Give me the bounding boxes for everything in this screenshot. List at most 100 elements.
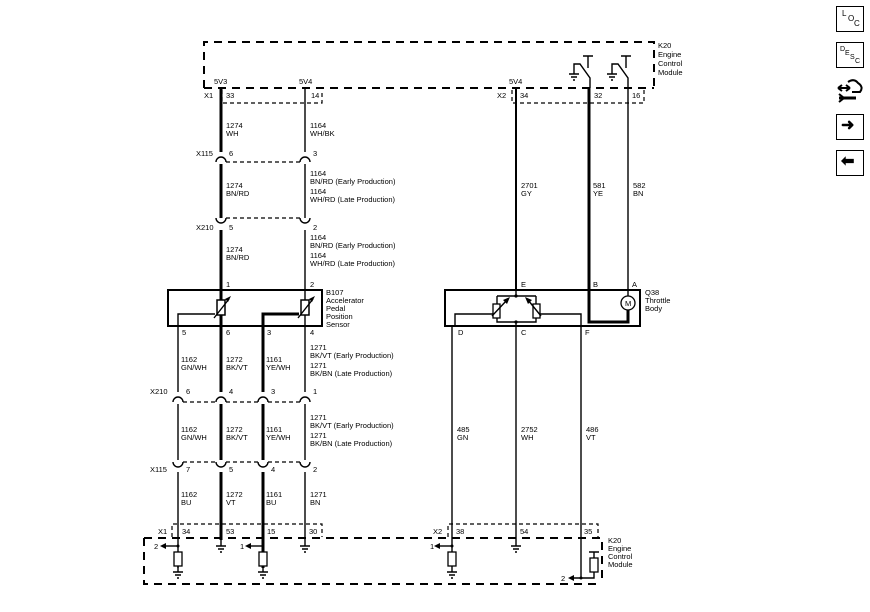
x115-bottom-connector[interactable]: X115 7 5 4 2 <box>150 461 317 474</box>
pin-x2-38: 38 <box>456 527 464 536</box>
connector-view-icon <box>837 79 863 103</box>
label-1271-b2-color: BK/BN (Late Production) <box>310 439 393 448</box>
ref-arrow-2b: 2 <box>561 574 565 583</box>
x210-bottom-connector[interactable]: X210 6 4 3 1 <box>150 387 317 403</box>
pin-x2-35: 35 <box>584 527 592 536</box>
x115-bottom-pin-5: 5 <box>229 465 233 474</box>
ref-arrow-1b: 1 <box>430 542 434 551</box>
label-bn-a: BN <box>310 498 320 507</box>
label-1274-a: 1274 <box>226 121 243 130</box>
ecm-top[interactable]: K20 Engine Control Module 5V3 5V4 5V4 X1… <box>203 41 683 104</box>
label-1164-c2-color: WH/RD (Late Production) <box>310 259 396 268</box>
x115-top-ref: X115 <box>196 149 213 158</box>
label-ye: YE <box>593 189 603 198</box>
label-1271-a1: 1271 <box>310 343 327 352</box>
arrow-left-icon: ⬅ <box>841 153 855 170</box>
pullup-4: 2 <box>561 551 599 583</box>
sensor-pin-1: 1 <box>226 280 230 289</box>
throttle-name-1: Throttle <box>645 296 670 305</box>
label-bn-b: BN <box>633 189 643 198</box>
label-1271-b2: 1271 <box>310 431 327 440</box>
x210-pin-2: 2 <box>313 223 317 232</box>
ref-arrow-1a: 1 <box>240 542 244 551</box>
apps-sensor[interactable]: 1 2 B107 Accelerator Pedal Position Sens… <box>167 280 364 337</box>
label-1271-a2-color: BK/BN (Late Production) <box>310 369 393 378</box>
label-gnwh-b: GN/WH <box>181 433 207 442</box>
label-bnrd-b: BN/RD <box>226 189 250 198</box>
x115-top-connector[interactable]: X115 6 3 <box>196 149 317 163</box>
desc-letter-d: D <box>840 46 846 53</box>
rail-5v4-a: 5V4 <box>299 77 312 86</box>
throttle-pin-e: E <box>521 280 526 289</box>
x115-pin-6: 6 <box>229 149 233 158</box>
x210-bottom-pin-1: 1 <box>313 387 317 396</box>
ecm-top-name-2: Control <box>658 59 683 68</box>
pin-x1-33: 33 <box>226 91 234 100</box>
apps-upper-wires <box>219 88 306 290</box>
label-gy: GY <box>521 189 532 198</box>
label-582: 582 <box>633 181 646 190</box>
sensor-body <box>167 289 323 327</box>
loc-letter-l: L <box>842 9 847 18</box>
label-1272-a: 1272 <box>226 355 243 364</box>
component-locator-button[interactable]: L O C <box>836 6 864 32</box>
x1-bottom-label: X1 <box>158 527 167 536</box>
label-1271-a2: 1271 <box>310 361 327 370</box>
label-bu-b: BU <box>266 498 276 507</box>
label-1274-b: 1274 <box>226 181 243 190</box>
label-1271-b1: 1271 <box>310 413 327 422</box>
throttle-body[interactable]: E B A Q38 Throttle Body M D C F <box>444 280 670 337</box>
label-1164-c2: 1164 <box>310 251 326 260</box>
label-whbk: WH/BK <box>310 129 335 138</box>
previous-page-button[interactable]: ⬅ <box>836 150 864 176</box>
x210-bottom-pin-4: 4 <box>229 387 233 396</box>
pin-x2-32: 32 <box>594 91 602 100</box>
x210-pin-5: 5 <box>229 223 233 232</box>
pulldown-1: 2 <box>154 542 183 579</box>
x115-bottom-ref: X115 <box>150 465 167 474</box>
label-2701: 2701 <box>521 181 538 190</box>
label-1164-c1-color: BN/RD (Early Production) <box>310 241 396 250</box>
ecm-top-border <box>203 41 655 88</box>
ecm-top-ref: K20 <box>658 41 671 50</box>
connector-view-button[interactable] <box>836 78 866 104</box>
pin-x2-54: 54 <box>520 527 528 536</box>
pin-x1-14: 14 <box>311 91 319 100</box>
desc-letter-c: C <box>855 58 861 65</box>
x2-bottom-connector-outline <box>447 523 599 537</box>
pin-x2-34: 34 <box>520 91 528 100</box>
arrow-right-icon: ➜ <box>841 117 855 134</box>
label-bu-a: BU <box>181 498 191 507</box>
pin-x1-53: 53 <box>226 527 234 536</box>
x210-top-connector[interactable]: X210 5 2 <box>196 217 317 232</box>
x115-bottom-pin-4: 4 <box>271 465 275 474</box>
label-2752: 2752 <box>521 425 538 434</box>
x115-bottom-pin-2: 2 <box>313 465 317 474</box>
sensor-name-3: Position <box>326 312 353 321</box>
throttle-body-outline <box>444 289 641 327</box>
label-wh: WH <box>226 129 239 138</box>
sensor-name-4: Sensor <box>326 320 350 329</box>
pin-x1-15: 15 <box>267 527 275 536</box>
rail-5v4-b: 5V4 <box>509 77 522 86</box>
x210-bottom-pin-6: 6 <box>186 387 190 396</box>
throttle-pin-c: C <box>521 328 527 337</box>
x115-pin-3: 3 <box>313 149 317 158</box>
label-bkvt-b: BK/VT <box>226 433 248 442</box>
label-581: 581 <box>593 181 606 190</box>
x1-top-connector-outline <box>221 90 323 104</box>
ecm-bottom-name-3: Module <box>608 560 633 569</box>
next-page-button[interactable]: ➜ <box>836 114 864 140</box>
sensor-pin-6: 6 <box>226 328 230 337</box>
ground-30 <box>300 540 310 553</box>
ecm-bottom[interactable]: X1 34 53 15 30 X2 38 54 35 K20 Engine Co… <box>143 523 633 585</box>
throttle-ref: Q38 <box>645 288 659 297</box>
label-bkvt-a: BK/VT <box>226 363 248 372</box>
throttle-lower-wires <box>451 326 582 578</box>
label-1164-c1: 1164 <box>310 233 326 242</box>
sensor-pin-5: 5 <box>182 328 186 337</box>
label-vt-b: VT <box>586 433 596 442</box>
description-button[interactable]: D E S C <box>836 42 864 68</box>
label-yewh-a: YE/WH <box>266 363 291 372</box>
label-1164-b2-color: WH/RD (Late Production) <box>310 195 396 204</box>
